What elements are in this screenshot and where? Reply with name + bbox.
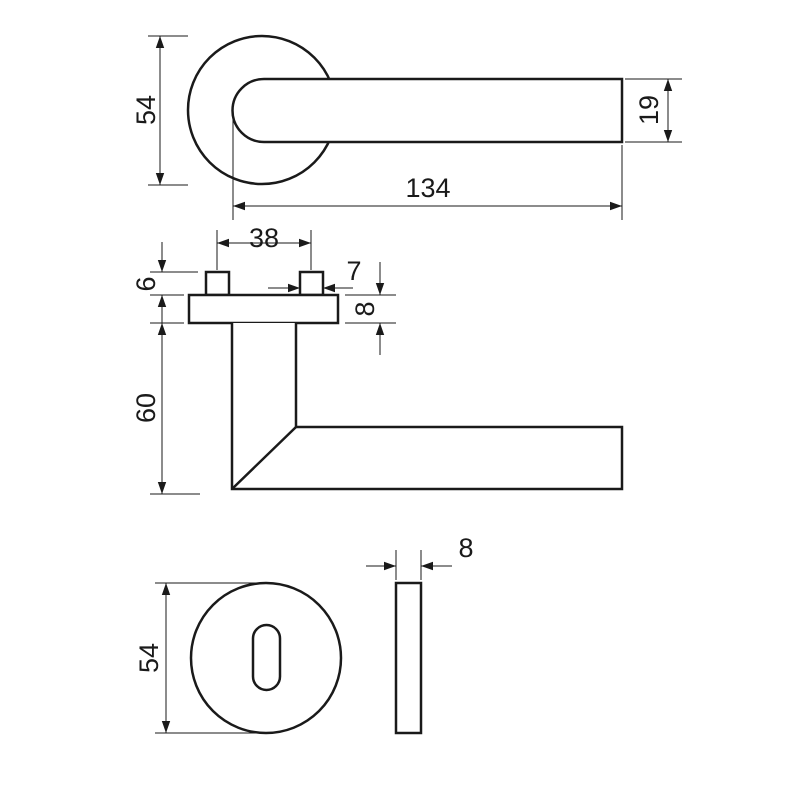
dim-label-escutcheon-thickness: 8: [458, 533, 473, 563]
dim-label-rose-diameter: 54: [131, 95, 161, 125]
rose-plate: [187, 293, 340, 325]
dim-label-projection: 60: [131, 393, 161, 423]
dim-label-pin-height: 6: [131, 276, 161, 291]
pin-left: [204, 270, 231, 297]
side-view: 38 6 60 7 8: [131, 223, 624, 495]
dim-label-pin-width: 7: [346, 256, 361, 286]
dim-label-escutcheon-diameter: 54: [134, 643, 164, 673]
dim-label-handle-length: 134: [405, 173, 450, 203]
top-view: 54 19 134: [131, 34, 682, 220]
escutcheon-view: 54 8: [134, 533, 474, 735]
dim-label-pin-spacing: 38: [249, 223, 279, 253]
handle-lever-side: [230, 323, 624, 491]
escutcheon-side: [394, 581, 423, 735]
dim-label-rose-height: 8: [350, 301, 380, 316]
pin-right: [298, 270, 325, 297]
keyhole: [251, 623, 282, 692]
dim-label-handle-thickness: 19: [634, 95, 664, 125]
handle-lever-top: [231, 77, 624, 144]
